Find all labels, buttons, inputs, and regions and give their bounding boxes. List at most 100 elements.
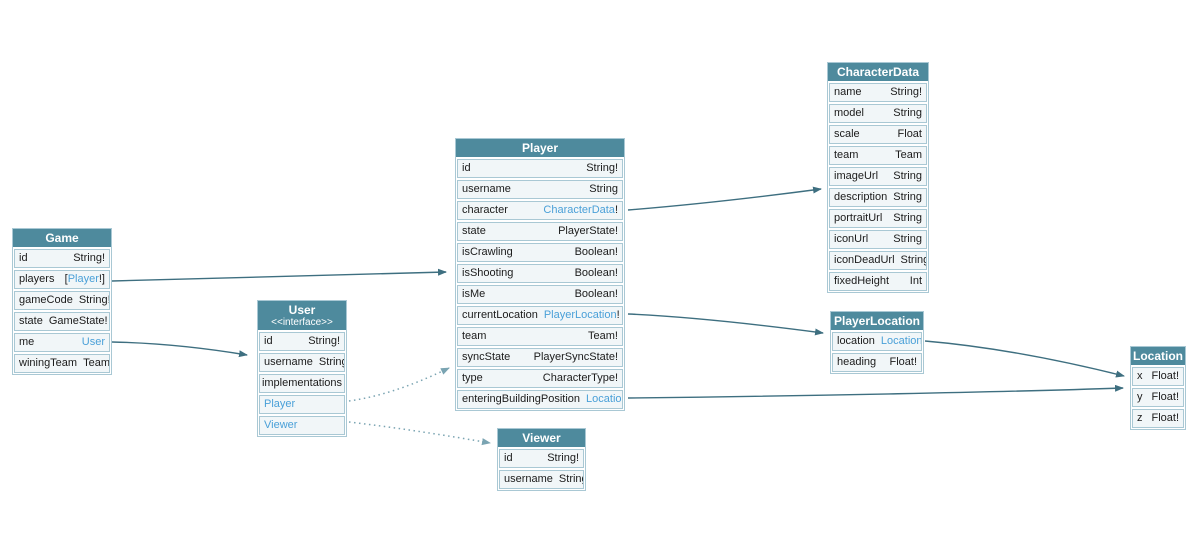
type-text: String! <box>890 86 922 98</box>
field-type: Team! <box>588 328 618 345</box>
field-name: enteringBuildingPosition <box>462 393 581 405</box>
type-link[interactable]: Location <box>586 393 622 405</box>
type-text: GameState! <box>48 315 108 327</box>
entity-header[interactable]: Viewer <box>498 429 585 447</box>
type-text: String <box>893 170 922 182</box>
field-name: type <box>462 372 483 384</box>
entity-header[interactable]: Game <box>13 229 111 247</box>
field-row-Viewer[interactable]: Viewer <box>259 416 345 435</box>
entity-header[interactable]: Location <box>1131 347 1185 365</box>
type-text: Int <box>909 275 922 287</box>
entity-title: PlayerLocation <box>833 314 921 328</box>
implementation-link[interactable]: Player <box>264 398 296 410</box>
field-row-enteringBuildingPosition[interactable]: enteringBuildingPosition Location <box>457 390 623 409</box>
field-type: Int <box>910 273 922 290</box>
type-text: [ <box>64 273 68 285</box>
field-type: Boolean! <box>575 265 618 282</box>
edge-User.Viewer-to-Viewer <box>348 421 491 446</box>
field-row-type[interactable]: type CharacterType! <box>457 369 623 388</box>
field-type: String! <box>308 333 340 350</box>
type-text: String <box>589 183 618 195</box>
entity-header[interactable]: Player <box>456 139 624 157</box>
field-name: id <box>264 335 273 347</box>
type-text: Float! <box>889 356 917 368</box>
entity-header[interactable]: CharacterData <box>828 63 928 81</box>
field-type: CharacterType! <box>543 370 618 387</box>
type-link[interactable]: Location <box>880 335 922 347</box>
field-type: User <box>82 334 105 351</box>
entity-title: CharacterData <box>836 65 920 79</box>
type-text: Float! <box>1151 370 1179 382</box>
entity-header[interactable]: PlayerLocation <box>831 312 923 330</box>
field-type: Boolean! <box>575 244 618 261</box>
field-type: String <box>893 189 922 206</box>
field-row-Player[interactable]: Player <box>259 395 345 414</box>
field-row-players[interactable]: players[Player!] <box>14 270 110 289</box>
type-link[interactable]: User <box>81 336 105 348</box>
type-text: String! <box>308 335 340 347</box>
type-link[interactable]: Player <box>67 273 99 285</box>
field-name: username <box>504 473 553 485</box>
field-type: String! <box>79 292 109 309</box>
field-row-implementations[interactable]: implementations <box>259 374 345 393</box>
field-row-id[interactable]: id String! <box>259 332 345 351</box>
field-name: isCrawling <box>462 246 513 258</box>
edge-PlayerLocation.location-to-Location <box>924 340 1125 378</box>
type-text: PlayerState! <box>558 225 618 237</box>
type-text: String <box>318 356 345 368</box>
implementation-link[interactable]: Viewer <box>264 419 298 431</box>
field-type: Float! <box>889 354 917 371</box>
field-type: Location <box>586 391 622 408</box>
type-link[interactable]: CharacterData <box>543 204 615 216</box>
edge-Player.enteringBuildingPosition-to-Location <box>627 384 1124 399</box>
type-text: String <box>893 212 922 224</box>
field-name: players <box>19 273 55 285</box>
field-row-imageUrl[interactable]: imageUrl String <box>829 167 927 186</box>
field-name: imageUrl <box>834 170 879 182</box>
field-row-isCrawling[interactable]: isCrawling Boolean! <box>457 243 623 262</box>
field-type: String <box>893 105 922 122</box>
type-link[interactable]: PlayerLocation <box>543 309 617 321</box>
entity-header[interactable]: User<<interface>> <box>258 301 346 330</box>
